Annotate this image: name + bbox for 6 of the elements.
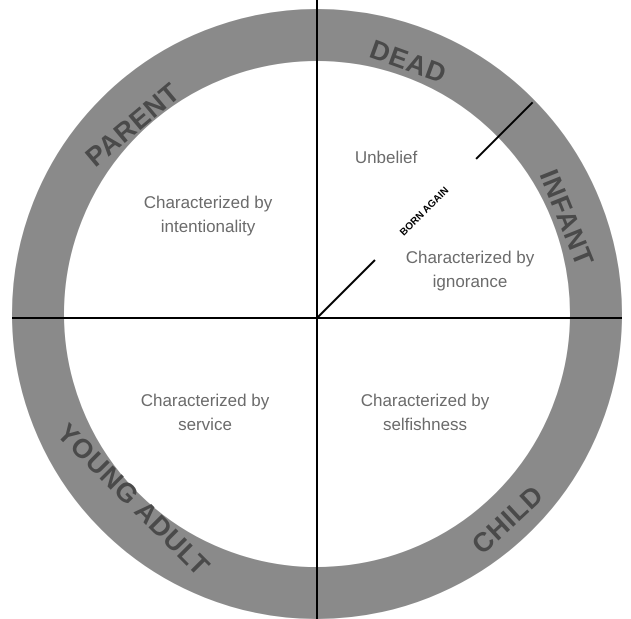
quadrant-text: Characterized by intentionality bbox=[142, 192, 274, 238]
quadrant-text: Characterized by service bbox=[140, 390, 270, 436]
quadrant-text: Characterized by ignorance bbox=[404, 247, 536, 293]
quadrant-text: Characterized by selfishness bbox=[360, 390, 490, 436]
quadrant-text: Unbelief bbox=[354, 147, 418, 169]
ring-label: DEAD bbox=[364, 32, 452, 92]
